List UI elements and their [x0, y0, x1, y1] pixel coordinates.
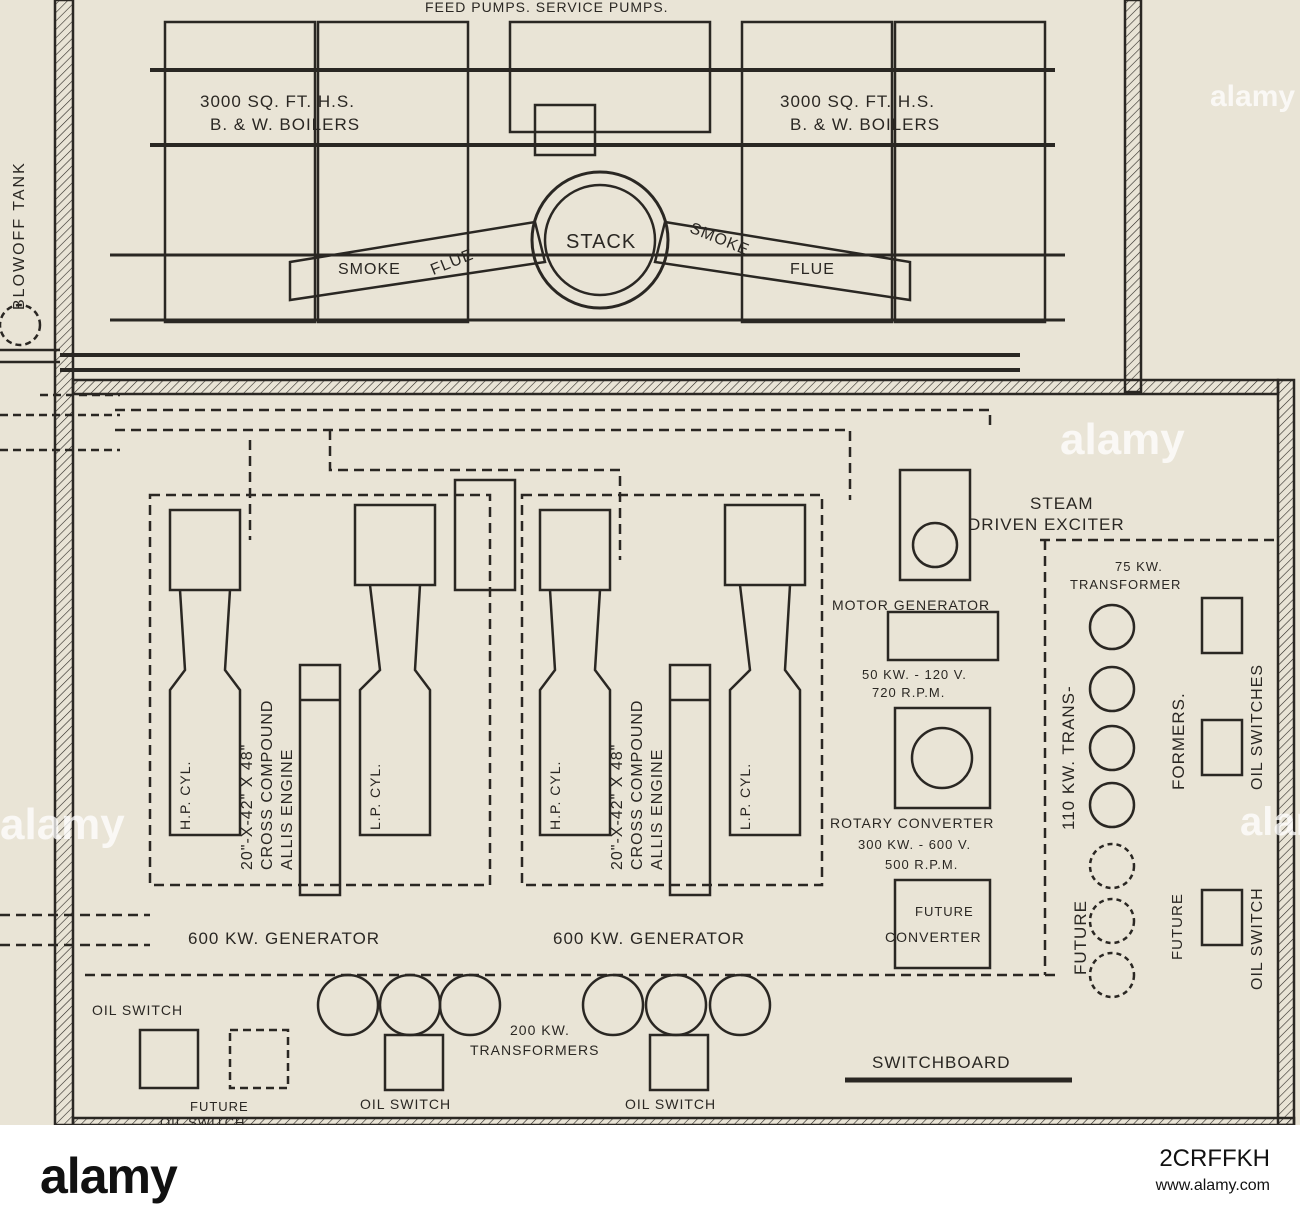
- lp-cyl-right: L.P. CYL.: [737, 762, 753, 830]
- oil-switch-center-right-label: OIL SWITCH: [625, 1096, 717, 1112]
- footer-logo: alamy: [40, 1148, 178, 1204]
- lp-cyl-left: L.P. CYL.: [367, 762, 383, 830]
- footer-url: www.alamy.com: [1155, 1177, 1270, 1194]
- floor-plan: FEED PUMPS. SERVICE PUMPS. BLOWOFF TANK …: [0, 0, 1300, 1125]
- oil-switch-right-label: OIL SWITCH: [1249, 887, 1266, 990]
- boiler-right-label-1: 3000 SQ. FT. H.S.: [780, 92, 935, 111]
- watermark-2: alamy: [1060, 415, 1185, 464]
- engine-type1-left: CROSS COMPOUND: [259, 699, 276, 870]
- transformer-75-line2: TRANSFORMER: [1070, 577, 1182, 592]
- exciter-label-1: STEAM: [1030, 494, 1094, 513]
- future-oil-switch-line2: OIL SWITCH: [160, 1115, 246, 1125]
- boiler-left-label-2: B. & W. BOILERS: [210, 115, 361, 134]
- transformer-75-line1: 75 KW.: [1115, 559, 1163, 574]
- hp-cyl-right: H.P. CYL.: [547, 760, 563, 830]
- blowoff-tank-label: BLOWOFF TANK: [11, 161, 28, 310]
- transformer-200-line1: 200 KW.: [510, 1022, 570, 1038]
- engine-left-outline: [148, 493, 492, 887]
- hp-cyl-left: H.P. CYL.: [177, 760, 193, 830]
- generator-left-label: 600 KW. GENERATOR: [188, 929, 381, 948]
- transformer-200-line2: TRANSFORMERS: [470, 1042, 600, 1058]
- engine-type1-right: CROSS COMPOUND: [629, 699, 646, 870]
- south-wall: [71, 1116, 1296, 1125]
- transformer-110-line1: 110 KW. TRANS-: [1059, 685, 1078, 830]
- engine-size-right: 20"-X-42" X 48": [609, 743, 626, 870]
- rotary-converter-title: ROTARY CONVERTER: [830, 815, 995, 831]
- switchboard-label: SWITCHBOARD: [872, 1053, 1011, 1072]
- footer-bar: alamy 2CRFFKH www.alamy.com: [0, 1125, 1300, 1219]
- plan-drawing: [0, 0, 1296, 1125]
- exciter-label-2: DRIVEN EXCITER: [968, 515, 1125, 534]
- engine-type2-right: ALLIS ENGINE: [649, 748, 666, 870]
- boiler-left-label-1: 3000 SQ. FT. H.S.: [200, 92, 355, 111]
- smoke-left-label: SMOKE: [338, 261, 401, 278]
- oil-switch-left-label: OIL SWITCH: [92, 1002, 184, 1018]
- generator-right-label: 600 KW. GENERATOR: [553, 929, 746, 948]
- pumps-label: FEED PUMPS. SERVICE PUMPS.: [425, 0, 669, 15]
- boiler-left-1: [163, 20, 317, 324]
- future-converter-line1: FUTURE: [915, 904, 974, 919]
- rotary-converter-spec2: 500 R.P.M.: [885, 857, 959, 872]
- engine-size-left: 20"-X-42" X 48": [239, 743, 256, 870]
- west-wall: [53, 0, 75, 1125]
- boiler-right-1: [740, 20, 894, 324]
- transformer-110-line2: FORMERS.: [1169, 692, 1188, 790]
- boiler-room-east-wall: [1123, 0, 1143, 394]
- partition-wall: [71, 378, 1280, 396]
- boiler-right-label-2: B. & W. BOILERS: [790, 115, 941, 134]
- stack-label: STACK: [566, 231, 637, 253]
- watermark-3: alamy: [0, 800, 125, 849]
- watermark-1: alamy: [1210, 80, 1296, 113]
- boiler-right-2: [893, 20, 1047, 324]
- east-wall: [1276, 378, 1296, 1125]
- future-label-left: FUTURE: [1071, 900, 1090, 975]
- motor-generator-spec2: 720 R.P.M.: [872, 685, 946, 700]
- engine-right-outline: [520, 493, 824, 887]
- boiler-left-2: [316, 20, 470, 324]
- future-converter-line2: CONVERTER: [885, 929, 982, 945]
- motor-generator-spec1: 50 KW. - 120 V.: [862, 667, 967, 682]
- flue-right-label: FLUE: [790, 261, 835, 278]
- oil-switches-label: OIL SWITCHES: [1249, 663, 1266, 790]
- footer-image-id: 2CRFFKH: [1159, 1145, 1270, 1172]
- motor-generator-title: MOTOR GENERATOR: [832, 597, 991, 613]
- rotary-converter-spec1: 300 KW. - 600 V.: [858, 837, 972, 852]
- future-label-right: FUTURE: [1169, 893, 1186, 960]
- oil-switch-center-label: OIL SWITCH: [360, 1096, 452, 1112]
- future-oil-switch-line1: FUTURE: [190, 1099, 249, 1114]
- engine-type2-left: ALLIS ENGINE: [279, 748, 296, 870]
- watermark-4: alamy: [1240, 800, 1300, 844]
